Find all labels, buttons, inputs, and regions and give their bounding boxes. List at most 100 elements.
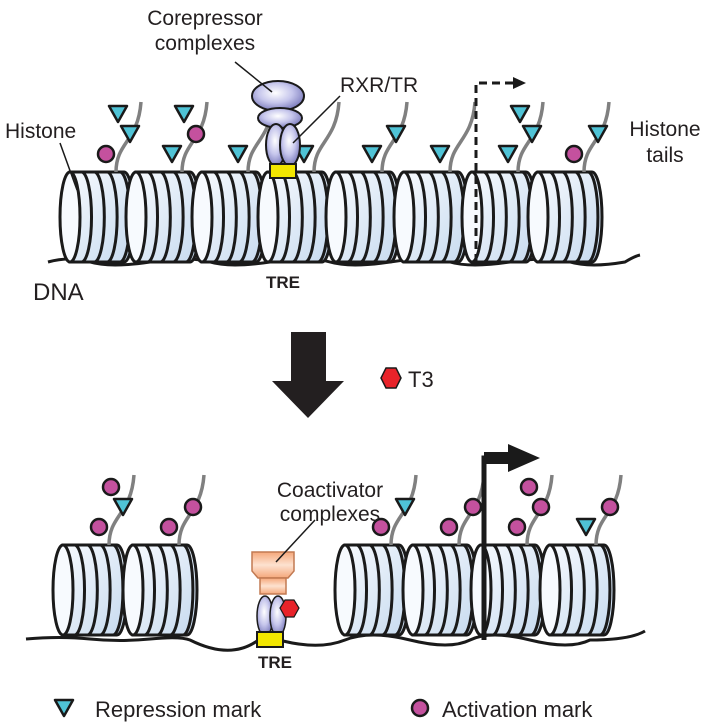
tre-label-bottom: TRE bbox=[258, 653, 292, 672]
repression-mark-icon bbox=[385, 124, 407, 144]
activation-mark-legend-icon bbox=[410, 698, 430, 718]
dna-wrap bbox=[99, 543, 112, 637]
dna-wrap bbox=[449, 543, 462, 637]
top-nucleosome bbox=[58, 170, 136, 264]
dna-wrap bbox=[213, 170, 226, 264]
activation-mark-icon bbox=[101, 477, 121, 497]
corepressor-label-line1: Corepressor bbox=[147, 7, 263, 30]
tre-element-top bbox=[269, 163, 297, 179]
dna-wrap bbox=[573, 543, 586, 637]
activation-mark-icon bbox=[600, 497, 620, 517]
nucleosome-array-top bbox=[58, 101, 611, 264]
dna-wrap bbox=[504, 543, 517, 637]
dna-wrap bbox=[517, 543, 530, 637]
repression-mark-icon bbox=[161, 144, 183, 164]
dna-wrap bbox=[574, 170, 587, 264]
repression-mark-icon bbox=[587, 124, 609, 144]
rxr-tr-receptor bbox=[265, 123, 301, 167]
repression-mark-icon bbox=[394, 497, 416, 517]
dna-wrap bbox=[587, 170, 600, 264]
histone-label: Histone bbox=[5, 120, 76, 143]
dna-wrap bbox=[81, 170, 94, 264]
dna-wrap bbox=[495, 170, 508, 264]
repression-mark-legend-icon bbox=[53, 698, 75, 718]
top-nucleosome bbox=[190, 170, 268, 264]
histone-face bbox=[190, 170, 214, 264]
dna-wrap bbox=[147, 170, 160, 264]
histone-face bbox=[538, 543, 562, 637]
dna-wrap bbox=[169, 543, 182, 637]
histone-face bbox=[333, 543, 357, 637]
dna-wrap bbox=[182, 543, 195, 637]
dna-strand-bottom bbox=[25, 629, 646, 652]
histone-face bbox=[392, 170, 416, 264]
coactivator-pointer bbox=[275, 519, 316, 563]
tail-strand bbox=[107, 474, 136, 546]
histone-face bbox=[51, 543, 75, 637]
top-histone-tail bbox=[564, 101, 611, 173]
top-nucleosome bbox=[324, 170, 402, 264]
activation-mark-icon bbox=[186, 124, 206, 144]
tail-strand bbox=[312, 101, 341, 173]
dna-wrap bbox=[483, 170, 496, 264]
top-nucleosome bbox=[392, 170, 470, 264]
dna-wrap bbox=[492, 543, 505, 637]
histone-face bbox=[401, 543, 425, 637]
legend: Repression mark Activation mark bbox=[53, 697, 593, 722]
activation-mark-legend-label: Activation mark bbox=[442, 697, 593, 722]
top-nucleosome bbox=[124, 170, 202, 264]
bottom-nucleosome bbox=[538, 543, 616, 637]
dna-wrap bbox=[359, 170, 372, 264]
dna-wrap bbox=[381, 543, 394, 637]
corepressor-complex bbox=[251, 80, 305, 129]
tail-strand bbox=[582, 101, 611, 173]
tail-strand bbox=[448, 101, 477, 173]
dna-wrap bbox=[238, 170, 251, 264]
dna-wrap bbox=[74, 543, 87, 637]
dna-wrap bbox=[86, 543, 99, 637]
bottom-nucleosome bbox=[401, 543, 479, 637]
activation-mark-icon bbox=[371, 517, 391, 537]
activation-mark-icon bbox=[159, 517, 179, 537]
repression-mark-icon bbox=[509, 104, 531, 124]
dna-label: DNA bbox=[33, 279, 84, 306]
repression-mark-icon bbox=[107, 104, 129, 124]
dna-wrap bbox=[508, 170, 521, 264]
coactivator-complex bbox=[251, 551, 295, 595]
dna-wrap bbox=[106, 170, 119, 264]
repression-mark-icon bbox=[497, 144, 519, 164]
repression-mark-icon bbox=[112, 497, 134, 517]
activation-mark-icon bbox=[463, 497, 483, 517]
histone-face bbox=[124, 170, 148, 264]
dna-wrap bbox=[225, 170, 238, 264]
t3-label: T3 bbox=[408, 367, 434, 392]
histone-tails-label-line1: Histone bbox=[629, 118, 700, 141]
coactivator-label-line1: Coactivator bbox=[277, 479, 383, 502]
dna-wrap bbox=[436, 543, 449, 637]
dna-wrap bbox=[347, 170, 360, 264]
corepressor-label-line2: complexes bbox=[155, 32, 255, 55]
activation-mark-icon bbox=[519, 477, 539, 497]
top-nucleosome bbox=[256, 170, 334, 264]
tail-strand bbox=[114, 101, 143, 173]
histone-face bbox=[58, 170, 82, 264]
bottom-nucleosome bbox=[333, 543, 411, 637]
histone-face bbox=[121, 543, 145, 637]
histone-core bbox=[548, 543, 616, 637]
histone-tails-label-line2: tails bbox=[646, 144, 683, 167]
top-histone-tail bbox=[361, 101, 409, 173]
tail-strand bbox=[380, 101, 409, 173]
bottom-nucleosome bbox=[121, 543, 199, 637]
dna-wrap bbox=[440, 170, 453, 264]
activation-mark-icon bbox=[531, 497, 551, 517]
repression-mark-icon bbox=[361, 144, 383, 164]
repression-mark-icon bbox=[521, 124, 543, 144]
dna-wrap bbox=[304, 170, 317, 264]
dna-wrap bbox=[424, 543, 437, 637]
activation-mark-icon bbox=[183, 497, 203, 517]
dna-wrap bbox=[427, 170, 440, 264]
bottom-histone-tail bbox=[507, 474, 554, 546]
dna-wrap bbox=[372, 170, 385, 264]
repression-mark-icon bbox=[173, 104, 195, 124]
